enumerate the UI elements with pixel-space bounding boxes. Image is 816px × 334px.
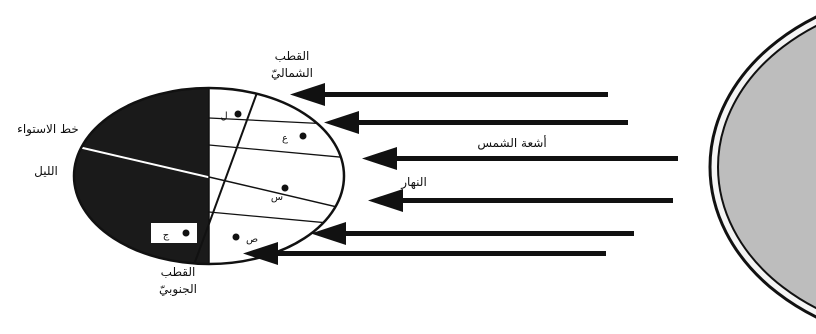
earth: ل ع س ص ج <box>70 80 350 280</box>
night-label: الليل <box>34 164 58 178</box>
point-sad-dot <box>233 234 240 241</box>
night-side <box>70 80 209 280</box>
north-pole-label-1: القطب <box>275 49 310 63</box>
point-a-dot <box>300 133 307 140</box>
equator-label: خط الاستواء <box>17 122 79 137</box>
ray-arrow <box>362 147 678 170</box>
point-s-dot <box>282 185 289 192</box>
point-j-label: ج <box>163 230 170 241</box>
ray-arrow <box>290 83 608 106</box>
point-s-label: س <box>271 192 283 203</box>
point-a-label: ع <box>282 133 288 144</box>
day-label: النهار <box>400 175 427 190</box>
ray-arrow <box>324 111 628 134</box>
sun-rays-label: أشعة الشمس <box>477 135 546 151</box>
ray-arrow <box>368 189 673 212</box>
south-pole-label-1: القطب <box>161 265 196 279</box>
north-pole-label-2: الشماليّ <box>271 66 313 80</box>
sun <box>710 0 816 334</box>
point-j-box <box>151 223 197 243</box>
point-j-dot <box>183 230 190 237</box>
point-l-label: ل <box>220 111 227 122</box>
point-sad-label: ص <box>246 234 258 245</box>
ray-arrow <box>243 242 606 265</box>
south-pole-label-2: الجنوبيّ <box>159 282 197 297</box>
ray-arrow <box>311 222 634 245</box>
point-l-dot <box>235 111 242 118</box>
